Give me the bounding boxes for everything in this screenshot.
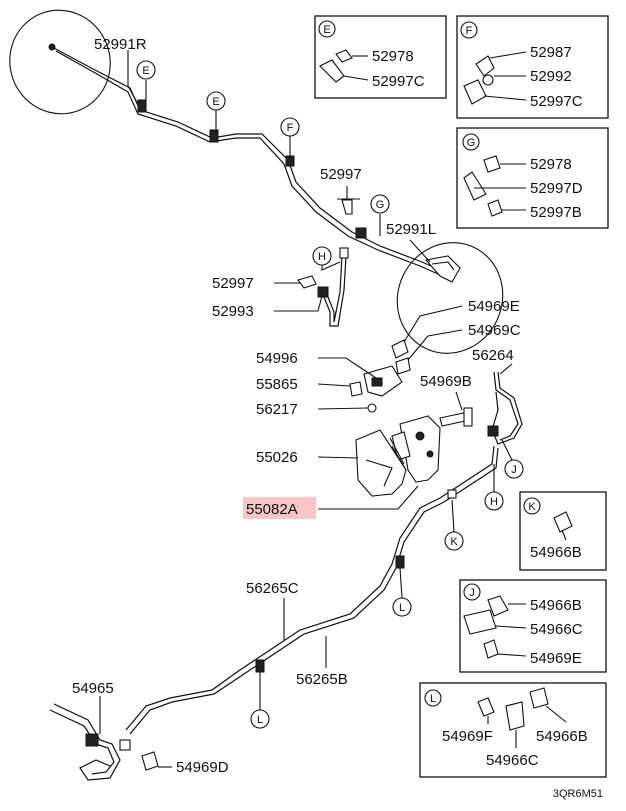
callout-e-2: E [206, 91, 226, 111]
box-e-label-1: 52978 [372, 48, 414, 65]
detail-box-l: L 54969F 54966B 54966C [419, 682, 607, 778]
part-label-55026: 55026 [256, 449, 298, 466]
svg-text:L: L [399, 602, 405, 614]
callout-k: K [444, 499, 464, 551]
svg-text:L: L [430, 693, 436, 705]
part-label-56217: 56217 [256, 401, 298, 418]
box-j-label-2: 54966C [530, 621, 583, 638]
brake-pipes [49, 363, 523, 781]
svg-text:F: F [287, 122, 294, 134]
hose-52993 [274, 247, 349, 327]
diagram-code: 3QR6M51 [553, 788, 603, 800]
svg-text:L: L [257, 714, 263, 726]
callout-h-1: H [312, 246, 332, 266]
svg-text:J: J [511, 464, 517, 476]
part-label-54969D: 54969D [176, 759, 229, 776]
box-l-label-2: 54966B [536, 728, 588, 745]
part-label-56265B: 56265B [296, 671, 348, 688]
box-f-label-2: 52992 [530, 68, 572, 85]
svg-text:K: K [528, 501, 536, 513]
box-j-label-1: 54966B [530, 597, 582, 614]
box-f-label-3: 52997C [530, 93, 583, 110]
callout-f: F [280, 117, 300, 137]
callout-l-1: L [392, 567, 412, 617]
callout-e-1: E [136, 60, 156, 80]
svg-text:F: F [466, 25, 473, 37]
part-label-52997: 52997 [320, 166, 362, 183]
part-label-54969C: 54969C [468, 322, 521, 339]
part-label-52993: 52993 [212, 303, 254, 320]
callout-g: G [370, 194, 390, 214]
part-label-52991R: 52991R [94, 36, 147, 53]
part-label-54965: 54965 [72, 680, 114, 697]
svg-text:E: E [323, 24, 330, 36]
box-j-label-3: 54969E [530, 650, 582, 667]
callout-h-2: H [484, 464, 504, 511]
proportioning-valve-area [317, 305, 473, 510]
part-label-56265C: 56265C [246, 580, 299, 597]
highlight-55082A [243, 497, 316, 519]
callout-j: J [501, 439, 524, 479]
part-label-54996: 54996 [256, 350, 298, 367]
detail-box-k: K 54966B [519, 491, 607, 571]
upper-leaders [127, 50, 431, 271]
box-g-label-1: 52978 [530, 156, 572, 173]
detail-box-j: J 54966B 54966C 54969E [459, 579, 607, 673]
part-label-55865: 55865 [256, 376, 298, 393]
part-label-52997-h: 52997 [212, 275, 254, 292]
box-g-label-2: 52997D [530, 180, 583, 197]
svg-text:G: G [376, 199, 385, 211]
box-l-label-3: 54966C [486, 752, 539, 769]
box-k-label-1: 54966B [530, 544, 582, 561]
svg-text:E: E [212, 96, 219, 108]
svg-text:J: J [469, 587, 475, 599]
svg-text:G: G [467, 137, 476, 149]
part-label-52991L: 52991L [386, 221, 436, 238]
part-label-55082A: 55082A [246, 501, 298, 518]
svg-text:H: H [318, 251, 326, 263]
box-g-label-3: 52997B [530, 204, 582, 221]
callout-l-2: L [250, 672, 270, 729]
part-label-54969E: 54969E [468, 298, 520, 315]
part-label-54969B: 54969B [420, 373, 472, 390]
detail-box-e: E 52978 52997C [314, 15, 447, 99]
svg-text:E: E [142, 65, 149, 77]
box-f-label-1: 52987 [530, 44, 572, 61]
box-l-label-1: 54969F [442, 728, 493, 745]
detail-box-g: G 52978 52997D 52997B [456, 127, 609, 229]
part-label-56264: 56264 [472, 347, 514, 364]
box-e-label-2: 52997C [372, 73, 425, 90]
svg-text:H: H [490, 496, 498, 508]
svg-text:K: K [450, 536, 458, 548]
detail-box-f: F 52987 52992 52997C [456, 15, 609, 119]
